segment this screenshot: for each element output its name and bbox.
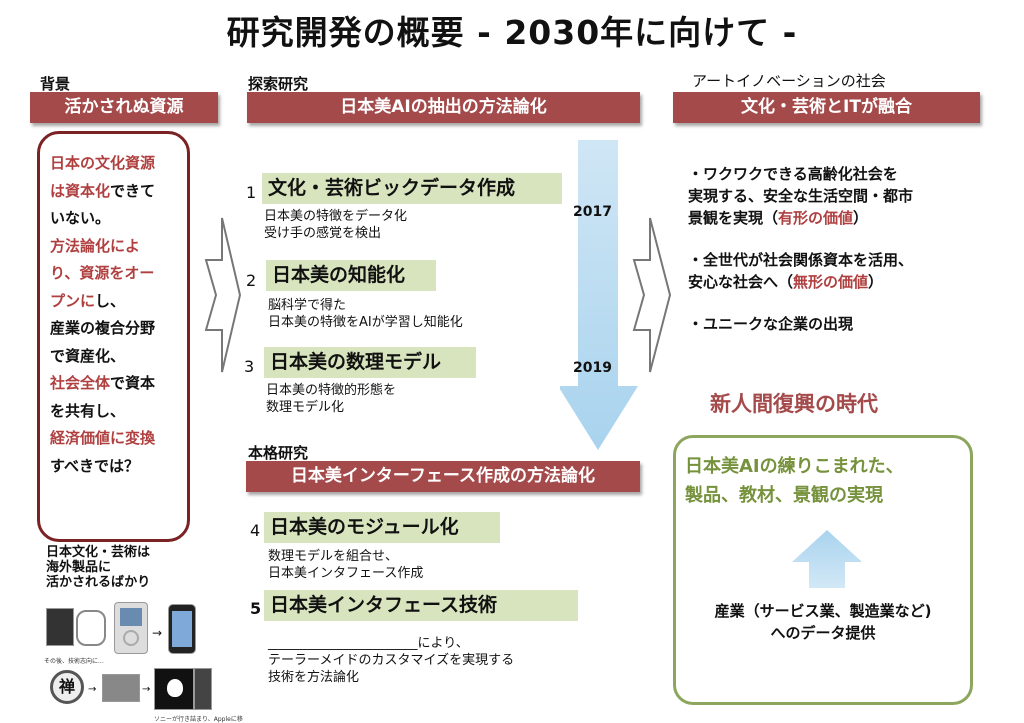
society-bullet: ・全世代が社会関係資本を活用、安心な社会へ（無形の価値） [688, 251, 914, 291]
item-label-2: 日本美の知能化 [266, 260, 436, 291]
background-line: で資産化、 [50, 346, 126, 365]
item-desc-2: 脳科学で得た 日本美の特徴をAIが学習し知能化 [268, 298, 463, 330]
hollow-arrow-right-icon [632, 217, 672, 373]
zen-stamp-icon: 禅 [50, 670, 84, 704]
background-line: すべきでは？ [50, 456, 139, 475]
art-innovation-heading: アートイノベーションの社会 [692, 72, 886, 90]
photo-caption-2: ソニーが行き詰まり、Appleに移 [154, 716, 243, 723]
society-bullet: ・ワクワクできる高齢化社会を実現する、安全な生活空間・都市景観を実現（有形の価値… [688, 165, 914, 227]
up-arrow-icon [792, 530, 862, 588]
background-line: 経済価値に変換 [50, 429, 156, 447]
outcome-box [673, 435, 973, 705]
item-desc-1: 日本美の特徴をデータ化 受け手の感覚を検出 [264, 209, 408, 241]
item-desc-3: 日本美の特徴的形態を 数理モデル化 [266, 383, 397, 415]
middle-banner-1: 日本美AIの抽出の方法論化 [247, 92, 640, 123]
item-number-4: 4 [250, 521, 261, 540]
photo-caption-1: その後、技術志向に... [44, 658, 104, 665]
background-line: 方法論化によ [50, 236, 141, 255]
background-line: り、資源をオー [50, 264, 155, 282]
society-bullets: ・ワクワクできる高齢化社会を実現する、安全な生活空間・都市景観を実現（有形の価値… [688, 163, 913, 355]
person-photo [194, 668, 212, 710]
background-line: は資本化できて [50, 181, 156, 200]
middle-banner-2: 日本美インターフェース作成の方法論化 [246, 461, 640, 492]
background-line: いない。 [50, 209, 111, 227]
full-research-heading: 本格研究 [248, 444, 309, 462]
page-title: 研究開発の概要 - 2030年に向けて - [226, 13, 798, 52]
industry-data-text: 産業（サービス業、製造業など) へのデータ提供 [714, 602, 932, 642]
product-photo [46, 608, 74, 646]
timeline-arrow-icon [560, 140, 638, 450]
background-line: 産業の複合分野 [50, 319, 156, 337]
ipod-photo [114, 602, 148, 654]
item-number-1: 1 [246, 183, 257, 202]
background-box: 日本の文化資源は資本化できていない。方法論化により、資源をオープンにし、産業の複… [37, 131, 190, 542]
item-number-2: 2 [246, 271, 257, 290]
iphone-photo [168, 604, 196, 654]
item-label-3: 日本美の数理モデル [264, 347, 476, 378]
background-line: 社会全体で資本 [50, 374, 156, 392]
earphone-photo [76, 610, 106, 646]
arrow-right-icon: → [142, 684, 151, 695]
background-line: を共有し、 [50, 401, 126, 420]
item-desc-4: 数理モデルを組合せ、 日本美インタフェース作成 [268, 549, 424, 581]
overseas-note: 日本文化・芸術は海外製品に活かされるばかり [46, 545, 151, 590]
photo-collage: → その後、技術志向に... 禅 → → ソニーが行き詰まり、Appleに移 [42, 598, 243, 723]
era-heading: 新人間復興の時代 [710, 392, 878, 416]
arrow-right-icon: → [88, 684, 97, 695]
year-2017: 2017 [573, 204, 612, 220]
left-banner: 活かされぬ資源 [30, 92, 218, 123]
object-photo [102, 674, 140, 702]
item-label-1: 文化・芸術ビックデータ作成 [262, 173, 562, 204]
background-line: プンにし、 [50, 291, 126, 310]
right-banner: 文化・芸術とITが融合 [673, 92, 980, 123]
year-2019: 2019 [573, 360, 612, 376]
outcome-text: 日本美AIの練りこまれた、 製品、教材、景観の実現 [685, 456, 904, 506]
item-number-5: 5 [250, 599, 262, 618]
hollow-arrow-right-icon [204, 217, 242, 373]
background-line: 日本の文化資源 [50, 154, 156, 172]
apple-logo-photo [154, 668, 194, 710]
background-heading: 背景 [40, 75, 71, 93]
item-number-3: 3 [244, 357, 255, 376]
society-bullet: ・ユニークな企業の出現 [688, 315, 854, 333]
arrow-right-icon: → [152, 626, 163, 640]
item-desc-5: _______________________により、 テーラーメイドのカスタマ… [268, 636, 515, 685]
exploratory-heading: 探索研究 [248, 75, 309, 93]
item-label-5: 日本美インタフェース技術 [264, 590, 578, 621]
item-label-4: 日本美のモジュール化 [264, 512, 500, 543]
